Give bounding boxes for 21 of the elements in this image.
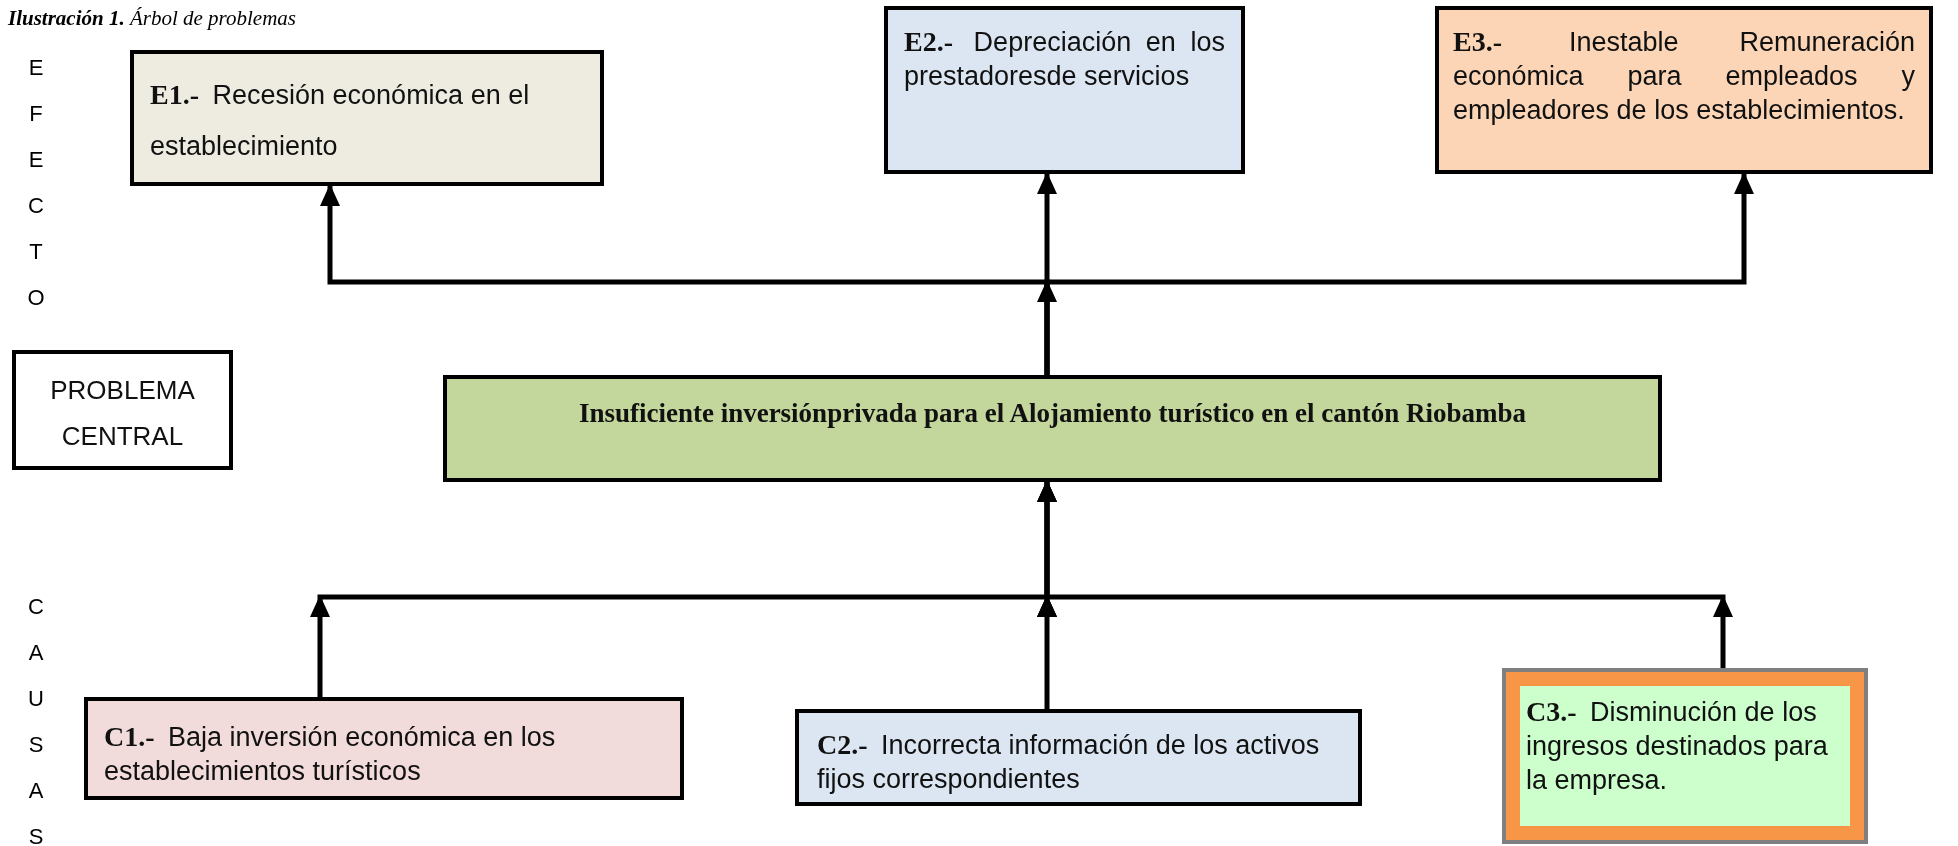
box-text: E3.- Inestable Remuneración económica para empleados y empleadores de los establecimientos. — [1453, 25, 1915, 127]
arrow — [1044, 172, 1754, 375]
box-text: E1.- Recesión económica en el establecimiento — [150, 78, 531, 164]
box-text: C3.- Disminución de los ingresos destinados para la empresa. — [1526, 695, 1829, 797]
cause-box — [84, 697, 684, 800]
cause-box — [795, 709, 1362, 806]
box-text: E2.- Depreciación en los prestadoresde servicios — [904, 25, 1225, 93]
effect-box — [130, 50, 604, 186]
box-text: C2.- Incorrecta información de los activos fijos correspondientes — [817, 728, 1321, 796]
central-problem-box — [443, 375, 1662, 482]
vertical-label: CAUSAS — [27, 593, 45, 846]
effect-box — [884, 6, 1245, 174]
vertical-label: EFECTO — [26, 54, 46, 312]
cause-box — [1502, 668, 1868, 844]
arrow — [1037, 482, 1733, 668]
box-text: Insuficiente inversiónprivada para el Alojamiento turístico en el cantón Riobamba — [577, 397, 1528, 430]
box-text: C1.- Baja inversión económica en los establecimientos turísticos — [104, 720, 557, 788]
side-label-box — [12, 350, 233, 470]
effect-box — [1435, 6, 1933, 174]
figure-title: Ilustración 1. Árbol de problemas — [8, 6, 296, 31]
box-text: PROBLEMA CENTRAL — [49, 374, 196, 453]
